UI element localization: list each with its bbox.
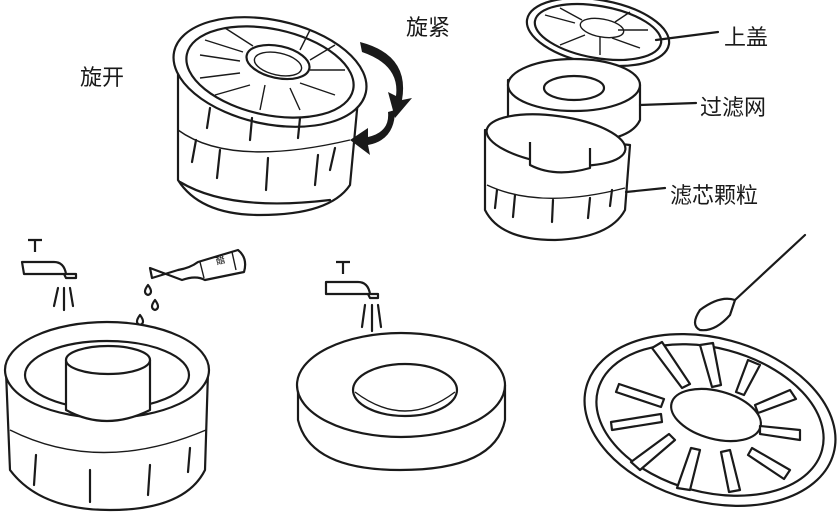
rotate-arrow-icon [350,42,412,155]
filter-granules-label: 滤芯颗粒 [670,184,759,209]
filter-mesh-label: 过滤网 [700,96,767,121]
filter-granules-part [483,113,632,242]
faucet-icon [20,238,78,312]
exploded-filter [483,0,720,242]
vinegar-bottle-icon [135,248,247,327]
top-cover [583,333,837,507]
tighten-label: 旋紧 [406,16,451,41]
open-label: 旋开 [80,66,125,91]
faucet-icon [324,260,383,333]
assembled-filter [172,16,368,217]
filter-mesh-ring [295,331,507,472]
filter-base [3,320,211,512]
top-cover-label: 上盖 [724,26,769,51]
cotton-swab-icon [693,233,807,332]
